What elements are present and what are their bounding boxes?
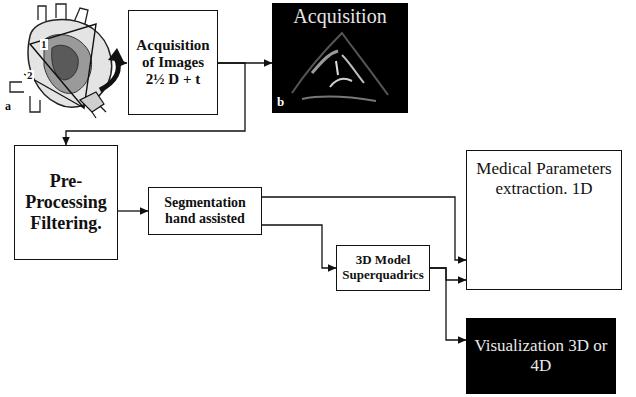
callout-number: 1 [40, 39, 48, 50]
callout-number: a [4, 100, 12, 112]
flow-arrow [118, 210, 148, 211]
process-box: Acquisition of Images 2½ D + t [128, 10, 218, 115]
image-panel: Acquisition b [272, 3, 408, 113]
box-text: Pre-Processing Filtering. [20, 171, 112, 233]
box-text: 3D Model Superquadrics [342, 253, 424, 283]
output-box: Visualization 3D or 4D [466, 318, 616, 394]
process-box: Pre-Processing Filtering. [14, 145, 118, 260]
process-box: Segmentation hand assisted [148, 187, 262, 235]
process-box: 3D Model Superquadrics [336, 245, 430, 291]
flow-arrow [262, 225, 336, 268]
panel-letter: b [277, 95, 403, 110]
output-box: Medical Parameters extraction. 1D [466, 150, 622, 290]
callout-number: 2 [26, 70, 34, 81]
box-text: Acquisition of Images 2½ D + t [134, 37, 212, 89]
flow-arrow [430, 268, 466, 280]
image-title: Acquisition [277, 5, 403, 28]
flow-arrow [430, 268, 466, 340]
box-text: Visualization 3D or 4D [472, 336, 610, 375]
box-text: Segmentation hand assisted [154, 195, 256, 227]
box-text: Medical Parameters extraction. 1D [472, 159, 616, 198]
